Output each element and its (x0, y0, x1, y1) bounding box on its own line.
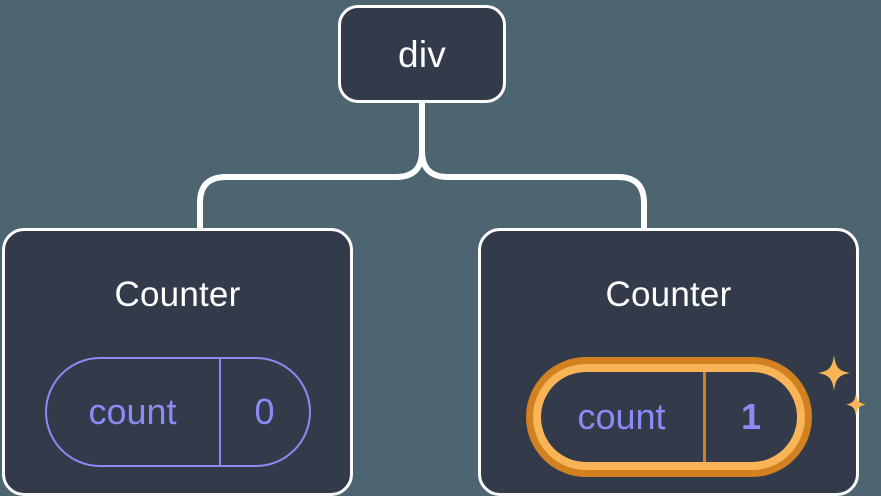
node-counter-right[interactable]: Counter count 1 (478, 228, 866, 496)
state-pill-right-inner-ring: count 1 (532, 364, 805, 470)
connector-to-right-counter (419, 100, 647, 233)
state-pill-left-value: 0 (218, 359, 309, 465)
state-pill-right[interactable]: count 1 (525, 355, 866, 477)
state-pill-right-key: count (577, 396, 666, 437)
node-div[interactable]: div (338, 5, 506, 103)
state-pill-right-core: count 1 (540, 372, 797, 462)
state-pill-left-key: count (88, 391, 177, 432)
node-counter-left-title: Counter (114, 275, 241, 314)
node-div-label: div (398, 33, 446, 75)
state-pill-right-wrapper: count 1 (525, 355, 866, 477)
node-counter-right-title: Counter (605, 275, 732, 314)
node-counter-left[interactable]: Counter count 0 (2, 228, 353, 496)
state-pill-left[interactable]: count 0 (44, 357, 311, 467)
state-pill-right-value: 1 (702, 372, 797, 462)
state-pill-left-wrapper: count 0 (44, 357, 311, 467)
connector-to-left-counter (197, 100, 425, 233)
sparkles-icon (817, 355, 866, 416)
